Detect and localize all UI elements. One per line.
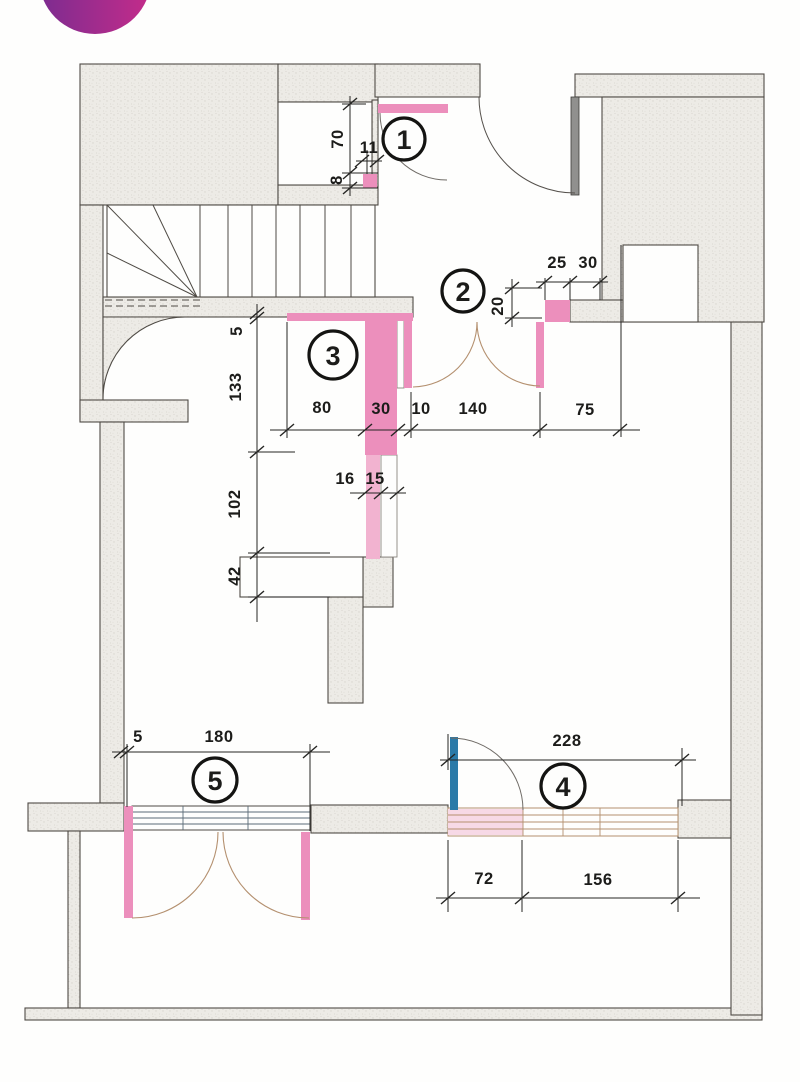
wall — [67, 830, 81, 1009]
svg-text:2: 2 — [455, 277, 470, 307]
wall — [730, 321, 763, 1016]
pink-wall — [363, 174, 377, 188]
dim-label-140: 140 — [458, 400, 487, 418]
stair-well — [106, 204, 376, 298]
dim-label-16: 16 — [335, 470, 354, 488]
wall — [79, 63, 279, 206]
logo-blob — [43, 0, 147, 34]
window-bands — [131, 805, 679, 837]
room-marker-5: 5 — [191, 756, 239, 804]
wall — [569, 299, 624, 323]
door-swing-arc — [222, 831, 310, 919]
room-marker-4: 4 — [539, 762, 587, 810]
door-swing-arc — [478, 96, 576, 194]
blue-door-leaf — [450, 737, 458, 810]
dim-label-156: 156 — [583, 871, 612, 889]
dim-label-102: 102 — [226, 489, 244, 518]
dim-label-42: 42 — [226, 566, 244, 585]
winder-line — [106, 252, 198, 298]
dim-label-5-bottom: 5 — [133, 728, 143, 746]
door-swing-arc — [450, 737, 524, 811]
dim-label-70: 70 — [329, 129, 347, 148]
wall — [99, 421, 125, 804]
dim-label-10: 10 — [411, 400, 430, 418]
dim-label-180: 180 — [204, 728, 233, 746]
dim-label-228: 228 — [552, 732, 581, 750]
room-marker-2: 2 — [440, 268, 486, 314]
svg-text:3: 3 — [325, 341, 340, 371]
dimension-labels: 70 8 11 25 30 20 5 133 80 30 10 140 75 1… — [133, 129, 612, 889]
dim-label-8: 8 — [328, 175, 346, 185]
wall — [362, 556, 394, 608]
dim-label-15: 15 — [365, 470, 384, 488]
wall-rounded-corner — [102, 316, 186, 401]
pink-wall — [287, 313, 413, 321]
wall — [327, 596, 364, 704]
wall — [24, 1007, 763, 1021]
pink-wall — [545, 300, 570, 322]
winder-line — [106, 204, 198, 298]
wall — [677, 799, 732, 839]
wall-band-outline — [239, 556, 364, 598]
dim-label-20: 20 — [489, 296, 507, 315]
niche-room1 — [277, 101, 373, 186]
room-markers: 1 2 3 4 5 — [191, 116, 587, 810]
pink-door-jamb — [536, 322, 544, 388]
dim-label-30-mid: 30 — [371, 400, 390, 418]
pink-door-jamb — [301, 832, 310, 920]
dim-label-72: 72 — [474, 870, 493, 888]
wall — [310, 804, 449, 834]
niche-room2 — [622, 244, 699, 323]
svg-text:4: 4 — [555, 772, 570, 802]
wall — [374, 63, 481, 98]
pink-wall — [365, 315, 397, 455]
dim-label-133: 133 — [227, 372, 245, 401]
room-marker-3: 3 — [307, 329, 359, 381]
winder-line — [152, 204, 198, 298]
pink-wall — [366, 455, 380, 559]
svg-text:1: 1 — [396, 125, 411, 155]
pink-door-jamb — [124, 806, 133, 918]
pink-highlights — [124, 104, 570, 920]
door-swing-arc — [412, 321, 478, 388]
dim-label-30-top: 30 — [578, 254, 597, 272]
dimension-lines — [112, 96, 700, 912]
wall — [574, 73, 765, 98]
dim-label-75: 75 — [575, 401, 594, 419]
svg-text:5: 5 — [207, 766, 222, 796]
wall — [277, 63, 379, 103]
dim-label-11: 11 — [360, 139, 378, 157]
door-swing-arc — [131, 831, 219, 919]
dim-label-80: 80 — [312, 399, 331, 417]
old-wall-strip-10 — [396, 316, 405, 389]
entrance-door-leaf — [570, 96, 580, 196]
wall — [79, 204, 104, 421]
wall — [27, 802, 125, 832]
room-marker-1: 1 — [381, 116, 427, 162]
dim-label-25: 25 — [547, 254, 566, 272]
wall — [79, 399, 189, 423]
stairs — [105, 204, 352, 307]
pink-door-jamb — [404, 317, 412, 388]
door-swing-arc — [476, 321, 541, 387]
pink-wall — [378, 104, 448, 113]
dim-label-5-top: 5 — [228, 326, 246, 336]
